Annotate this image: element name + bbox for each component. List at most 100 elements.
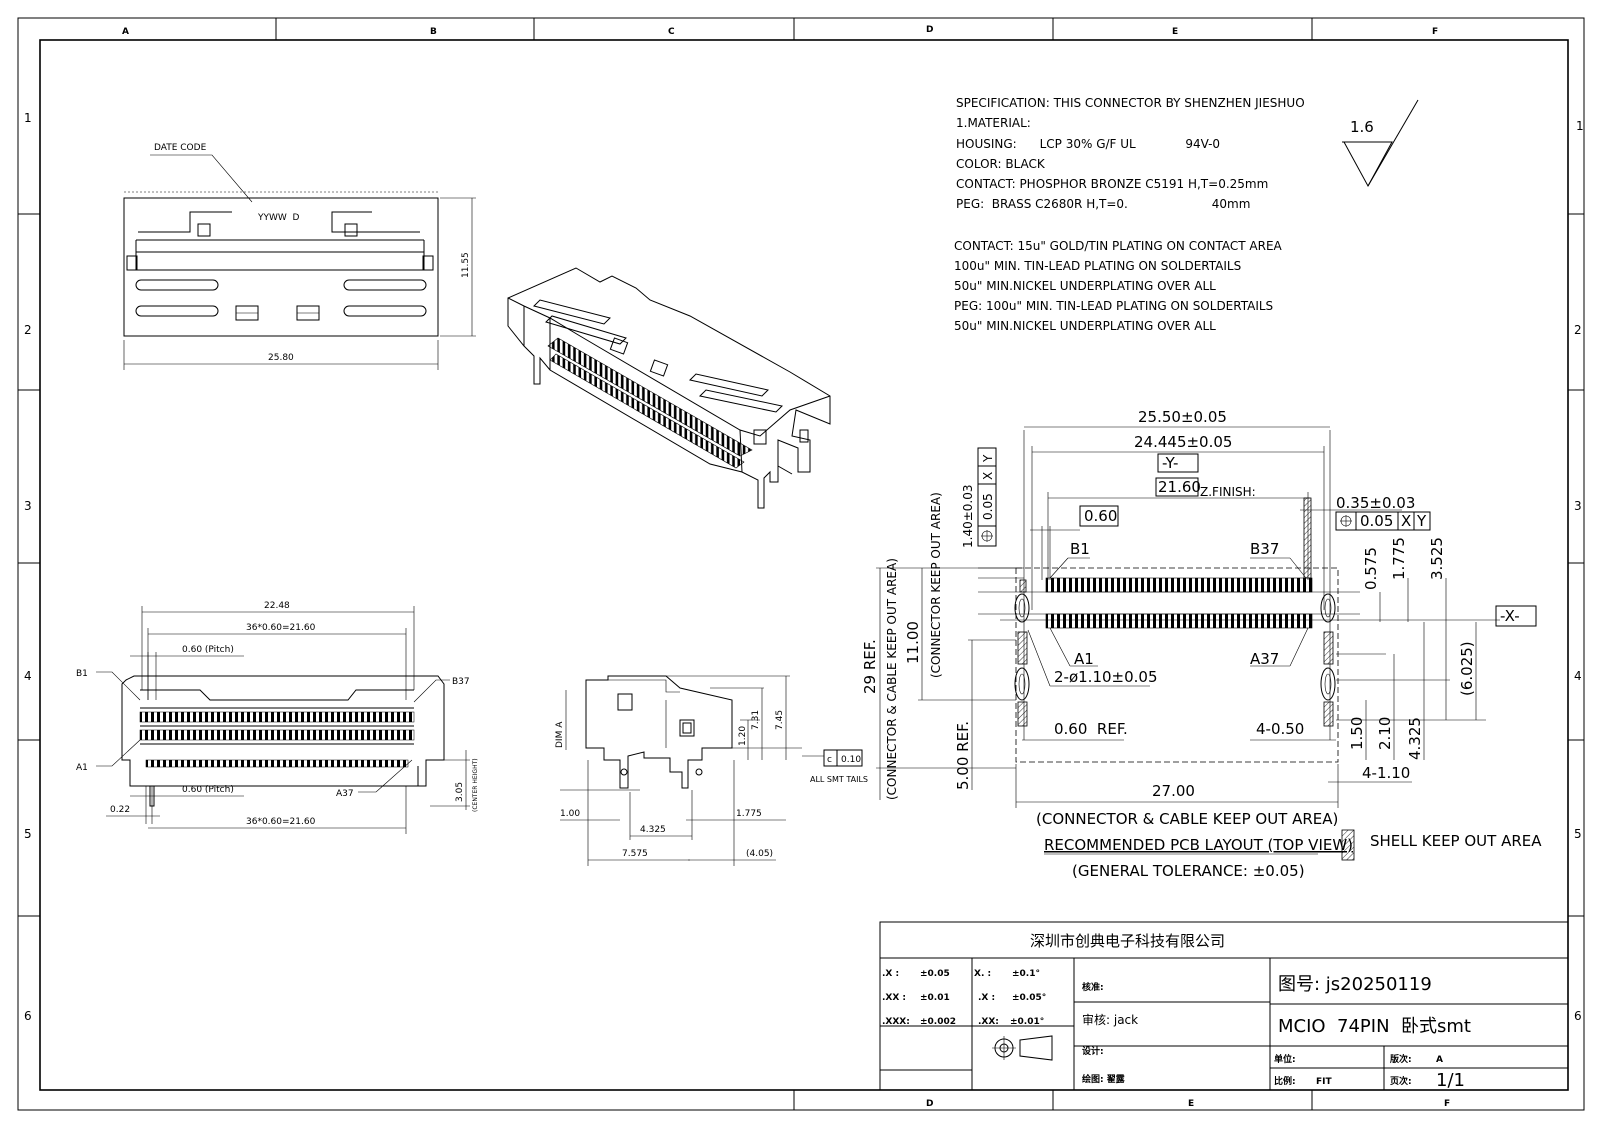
side-dim-4325: 4.325 (640, 825, 666, 835)
row-label-1: 1 (24, 111, 32, 125)
shell-keep-out-label: SHELL KEEP OUT AREA (1370, 832, 1542, 850)
scale-label: 比例: (1274, 1075, 1296, 1087)
pos-left-tol: 0.05 (981, 493, 995, 520)
roughness-value: 1.6 (1350, 118, 1374, 136)
v-1100: 11.00 (904, 621, 922, 664)
ref-29: 29 REF. (861, 639, 879, 694)
col-label-d: D (926, 25, 933, 35)
unit-label: 单位: (1274, 1053, 1296, 1065)
spec-line: HOUSING: LCP 30% G/F UL 94V-0 (956, 137, 1220, 151)
label-a37: A37 (336, 789, 354, 799)
spec-line: 1.MATERIAL: (956, 116, 1031, 130)
v-150: 1.50 (1348, 717, 1366, 750)
datum-y: -Y- (1162, 454, 1178, 472)
row-label-5: 5 (24, 827, 32, 841)
v-0575: 0.575 (1362, 547, 1380, 590)
row-label-2: 2 (24, 323, 32, 337)
finish-label: Z.FINISH: (1200, 485, 1256, 499)
front-view: DATE CODE YYWW D 25.80 11.55 (123, 143, 476, 370)
tol-cell: ±0.01° (1010, 1017, 1044, 1027)
pitch-label-top: 0.60 (Pitch) (182, 645, 234, 655)
side-dim-1775: 1.775 (736, 809, 762, 819)
v-1775: 1.775 (1390, 537, 1408, 580)
spec-line: SPECIFICATION: THIS CONNECTOR BY SHENZHE… (956, 96, 1305, 110)
pos-left-x: X (981, 472, 995, 480)
specification-notes: SPECIFICATION: THIS CONNECTOR BY SHENZHE… (954, 96, 1305, 333)
tol-cell: ±0.05° (1012, 993, 1046, 1003)
design-label: 设计: (1082, 1045, 1104, 1057)
overall-width-dim: 22.48 (264, 601, 290, 611)
title-block: 深圳市创典电子科技有限公司 .X : ±0.05 X. : ±0.1° .XX … (879, 921, 1569, 1091)
col-label-f: F (1432, 27, 1438, 37)
col-label-c: C (668, 27, 675, 37)
row-label-right-4: 4 (1574, 669, 1582, 683)
drawn-label: 绘图: 翟露 (1082, 1073, 1126, 1085)
row-label-right-5: 5 (1574, 827, 1582, 841)
row-label-3: 3 (24, 499, 32, 513)
tol-cell: .XX: (978, 1017, 999, 1027)
side-view: 1.20 7.31 7.45 c 0.10 ALL SMT TAILS DIM … (555, 675, 868, 866)
revision-label: 版次: (1389, 1053, 1412, 1065)
caption-keep-out: (CONNECTOR & CABLE KEEP OUT AREA) (1036, 810, 1338, 828)
v-4325: 4.325 (1406, 717, 1424, 760)
v-6025: (6.025) (1458, 641, 1476, 696)
revision-value: A (1436, 1055, 1443, 1065)
pitch-total-bottom: 36*0.60=21.60 (246, 817, 316, 827)
spec-line: PEG: 100u" MIN. TIN-LEAD PLATING ON SOLD… (954, 299, 1273, 313)
pitch-box-060: 0.60 (1084, 507, 1117, 525)
center-height-dim: 3.05 (455, 782, 465, 802)
surface-roughness-symbol: 1.6 (1342, 99, 1419, 188)
tol-cell: ±0.05 (920, 969, 950, 979)
pitch-total-top: 36*0.60=21.60 (246, 623, 316, 633)
tol-cell: .XX : (882, 993, 906, 1003)
v-3525: 3.525 (1428, 537, 1446, 580)
bottom-col-label-e: E (1188, 1099, 1194, 1109)
spec-line: 100u" MIN. TIN-LEAD PLATING ON SOLDERTAI… (954, 259, 1241, 273)
row-label-right-2: 2 (1574, 323, 1582, 337)
tol-cell: ±0.01 (920, 993, 950, 1003)
tol-cell: .XXX: (882, 1017, 910, 1027)
basic-2160: 21.60 (1158, 478, 1201, 496)
label-b1: B1 (76, 669, 88, 679)
caption-pcb-layout: RECOMMENDED PCB LAYOUT (TOP VIEW) (1044, 836, 1353, 854)
smt-tails-label: ALL SMT TAILS (810, 775, 868, 784)
product-name: MCIO 74PIN 卧式smt (1278, 1016, 1471, 1037)
offset-dim: 0.22 (110, 805, 130, 815)
row-label-6: 6 (24, 1009, 32, 1023)
pos-left-y: Y (981, 454, 995, 463)
datum-x: -X- (1500, 607, 1520, 625)
side-dim-120: 1.20 (738, 726, 748, 746)
row-label-4: 4 (24, 669, 32, 683)
pin-width-035: 0.35±0.03 (1336, 494, 1415, 512)
spec-line: CONTACT: PHOSPHOR BRONZE C5191 H,T=0.25m… (956, 177, 1268, 191)
coplanarity-value: 0.10 (841, 755, 861, 765)
ref-060: 0.60 REF. (1054, 720, 1128, 738)
drawing-number: 图号: js20250119 (1278, 974, 1432, 995)
pcb-label-b37: B37 (1250, 540, 1279, 558)
tol-cell: ±0.002 (920, 1017, 956, 1027)
pos-right-y: Y (1416, 512, 1427, 530)
ref-500: 5.00 REF. (954, 721, 972, 790)
col-label-a: A (122, 27, 129, 37)
front-width-dim: 25.80 (268, 353, 294, 363)
pin-bottom-view: 22.48 36*0.60=21.60 0.60 (Pitch) B1 B37 … (76, 601, 479, 834)
date-code-label: DATE CODE (154, 143, 207, 153)
col-label-e: E (1172, 27, 1178, 37)
label-a1: A1 (76, 763, 88, 773)
sheet-border: A B C D E F D E F 1 2 3 4 5 6 1 2 3 4 5 … (17, 17, 1585, 1111)
pos-left-dim: 1.40±0.03 (961, 485, 975, 549)
spec-line: CONTACT: 15u" GOLD/TIN PLATING ON CONTAC… (954, 239, 1283, 253)
coplanarity-symbol: c (827, 755, 832, 765)
col-label-b: B (430, 27, 437, 37)
bottom-col-label-d: D (926, 1099, 933, 1109)
projection-symbol-icon (992, 1035, 1053, 1061)
side-dim-405: (4.05) (746, 849, 773, 859)
marking-text: YYWW D (257, 213, 300, 223)
spec-line: PEG: BRASS C2680R H,T=0. 40mm (956, 197, 1250, 211)
pcb-label-a1: A1 (1074, 650, 1094, 668)
bottom-col-label-f: F (1444, 1099, 1450, 1109)
pos-right-tol: 0.05 (1360, 512, 1393, 530)
row-label-right-3: 3 (1574, 499, 1582, 513)
row-label-right-6: 6 (1574, 1009, 1582, 1023)
